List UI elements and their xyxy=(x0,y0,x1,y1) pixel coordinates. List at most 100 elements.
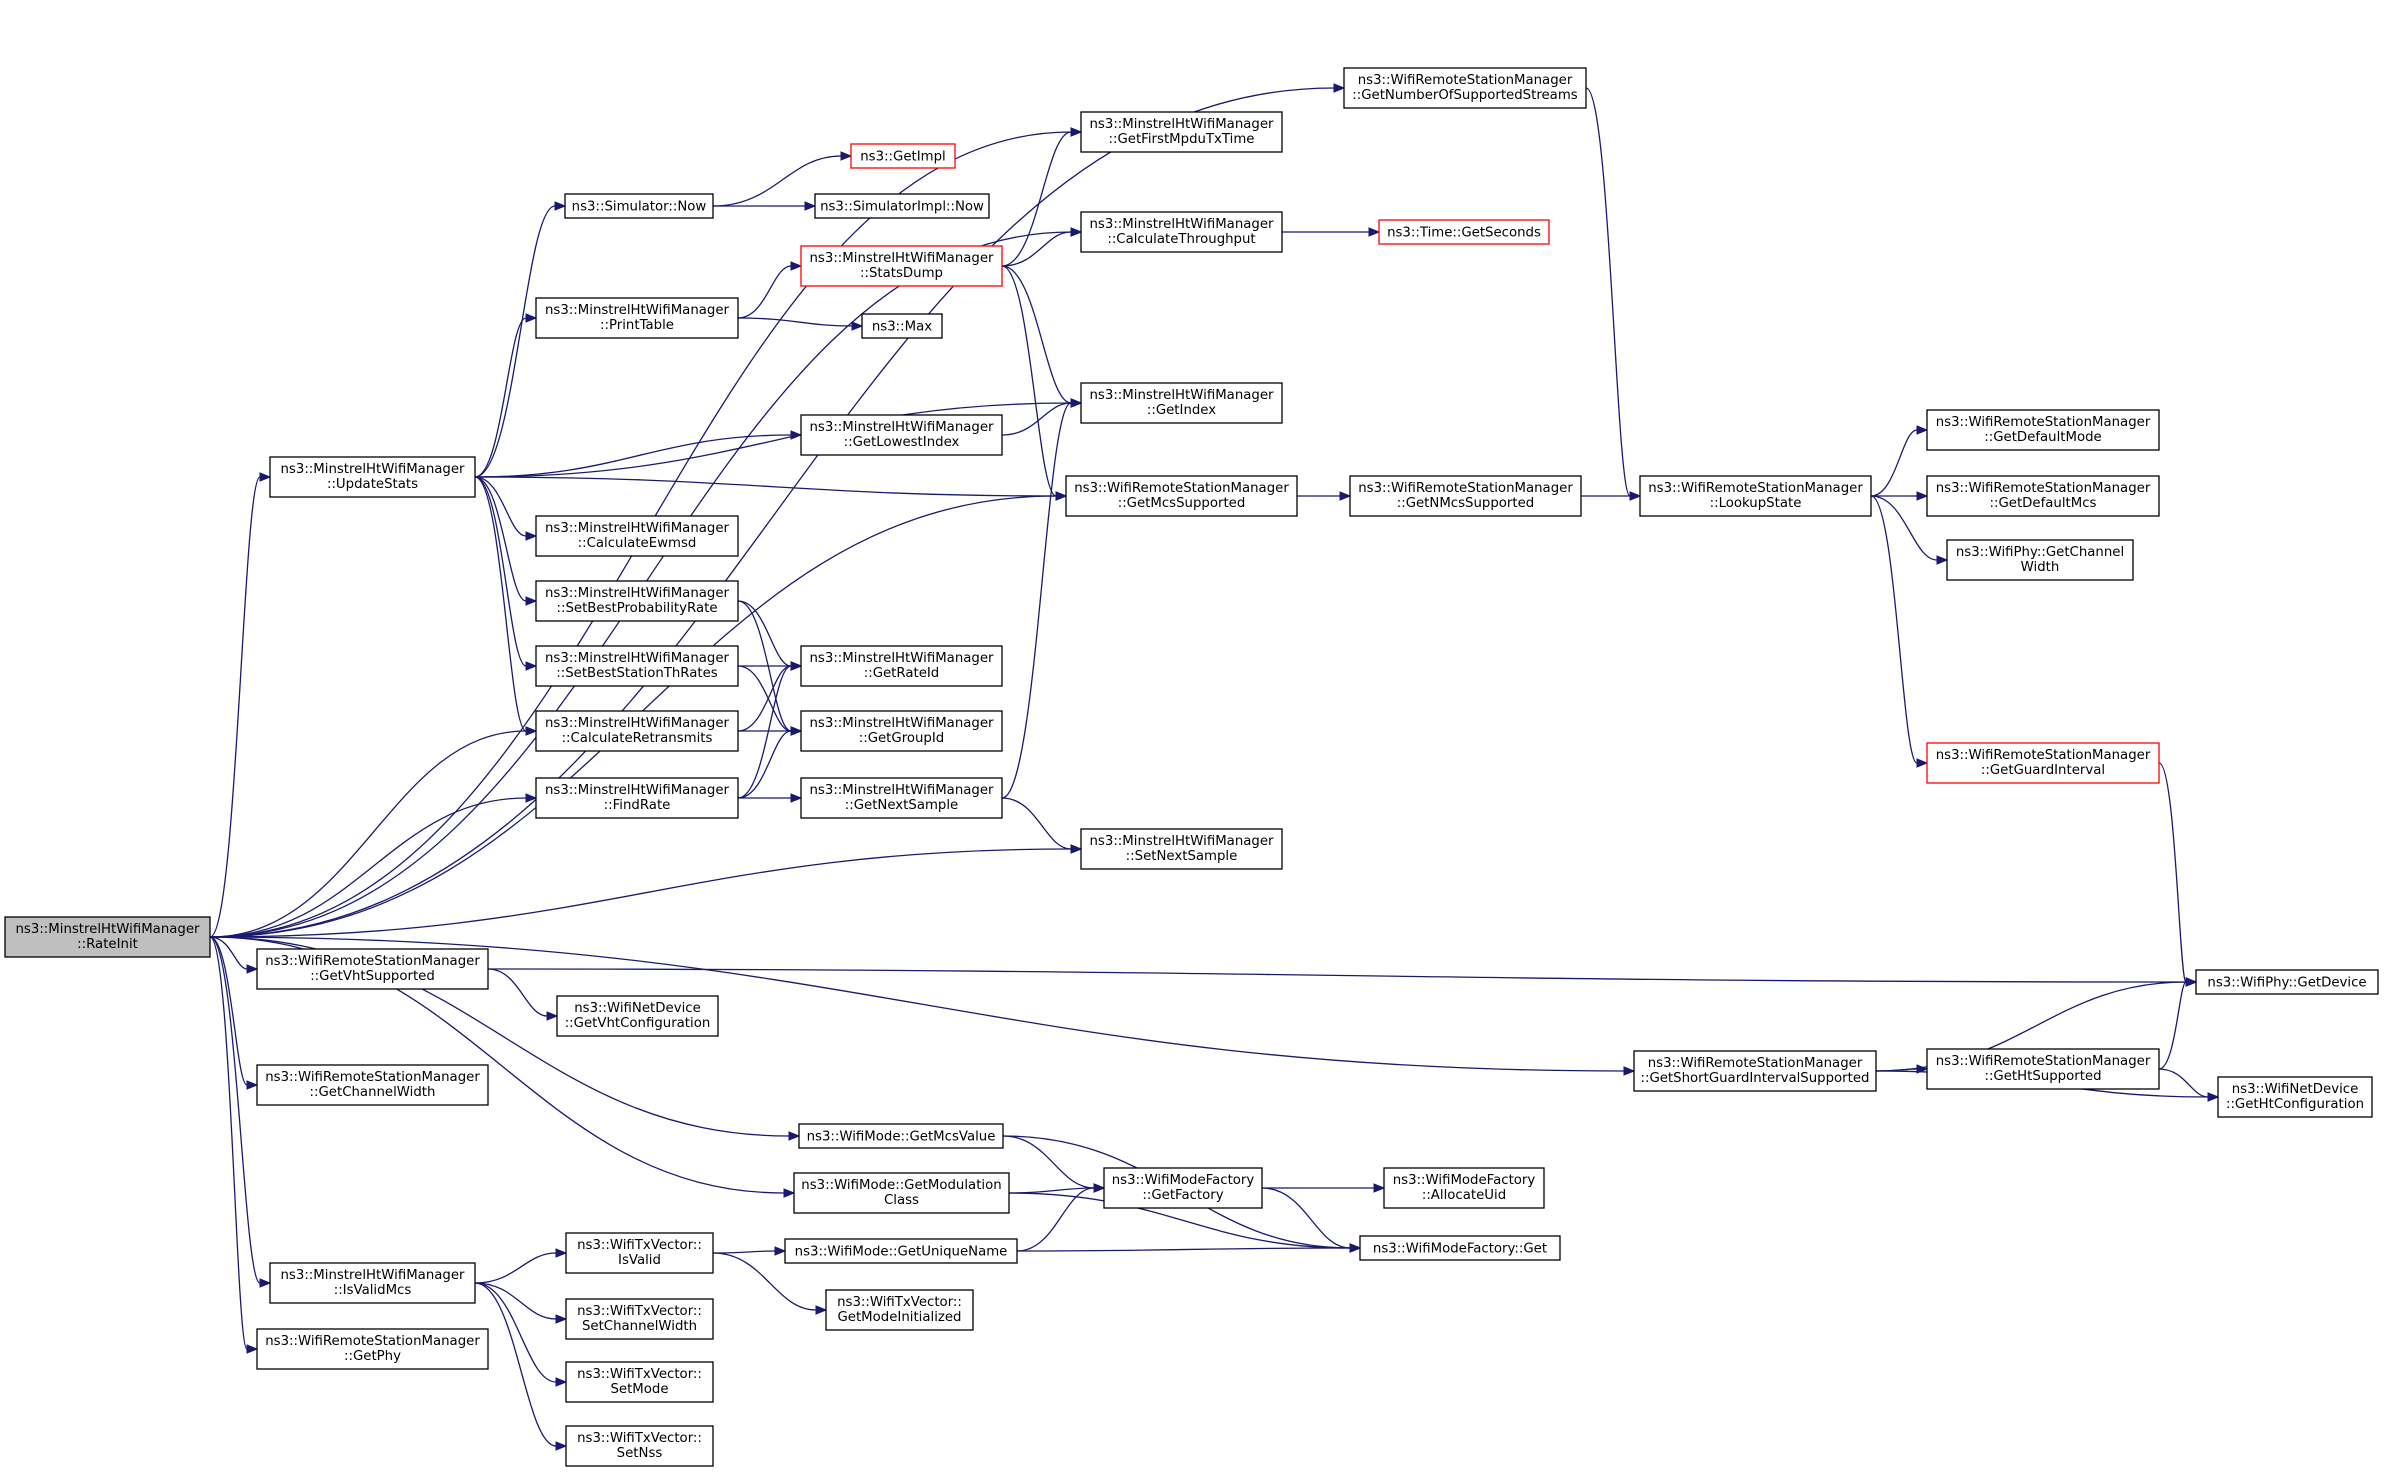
node-box xyxy=(1926,742,2160,784)
node-label: ns3::WifiRemoteStationManager xyxy=(1936,415,2151,430)
node-getmcssupported[interactable]: ns3::WifiRemoteStationManager::GetMcsSup… xyxy=(1065,475,1298,517)
edge-gethtsupported-to-getdevice xyxy=(2158,977,2198,1070)
node-label: ::GetGuardInterval xyxy=(1981,763,2105,778)
node-label: ::IsValidMcs xyxy=(334,1283,412,1298)
node-label: ns3::WifiRemoteStationManager xyxy=(265,1334,480,1349)
edge-rateinit-to-getsgisupported xyxy=(209,936,1636,1076)
node-getchannelwidthphy[interactable]: ns3::WifiPhy::GetChannelWidth xyxy=(1946,539,2134,581)
node-simimplnow[interactable]: ns3::SimulatorImpl::Now xyxy=(814,193,990,219)
node-box xyxy=(1639,475,1872,517)
node-getdevice[interactable]: ns3::WifiPhy::GetDevice xyxy=(2195,969,2379,995)
node-getdefaultmode[interactable]: ns3::WifiRemoteStationManager::GetDefaul… xyxy=(1926,409,2160,451)
node-label: GetModeInitialized xyxy=(837,1310,961,1325)
node-box xyxy=(861,313,943,339)
node-box xyxy=(535,777,739,819)
node-label: ns3::WifiModeFactory xyxy=(1393,1173,1536,1188)
node-label: ns3::MinstrelHtWifiManager xyxy=(16,922,201,937)
node-box xyxy=(256,1064,489,1106)
node-setnextsample[interactable]: ns3::MinstrelHtWifiManager::SetNextSampl… xyxy=(1080,828,1283,870)
node-label: ::GetIndex xyxy=(1147,403,1216,418)
node-setmode[interactable]: ns3::WifiTxVector::SetMode xyxy=(565,1361,714,1403)
node-setbeststation[interactable]: ns3::MinstrelHtWifiManager::SetBestStati… xyxy=(535,645,739,687)
node-label: ns3::WifiRemoteStationManager xyxy=(265,1070,480,1085)
node-simnow[interactable]: ns3::Simulator::Now xyxy=(564,193,714,219)
node-gethtconfig[interactable]: ns3::WifiNetDevice::GetHtConfiguration xyxy=(2217,1076,2373,1118)
node-label: ns3::GetImpl xyxy=(860,150,945,165)
node-label: ns3::MinstrelHtWifiManager xyxy=(545,586,730,601)
node-max[interactable]: ns3::Max xyxy=(861,313,943,339)
node-label: ::LookupState xyxy=(1710,496,1802,511)
node-label: ::CalculateEwmsd xyxy=(578,536,697,551)
node-setbestprob[interactable]: ns3::MinstrelHtWifiManager::SetBestProba… xyxy=(535,580,739,622)
node-getguardinterval[interactable]: ns3::WifiRemoteStationManager::GetGuardI… xyxy=(1926,742,2160,784)
edge-setbestprob-to-getrateid xyxy=(737,600,803,671)
node-box xyxy=(535,297,739,339)
function-nodes: ns3::MinstrelHtWifiManager::RateInitns3:… xyxy=(4,67,2379,1467)
node-getvhtsupported[interactable]: ns3::WifiRemoteStationManager::GetVhtSup… xyxy=(256,948,489,990)
edge-simnow-to-getimpl xyxy=(712,151,853,207)
node-box xyxy=(256,1328,489,1370)
node-calcthroughput[interactable]: ns3::MinstrelHtWifiManager::CalculateThr… xyxy=(1080,211,1283,253)
node-allocateuid[interactable]: ns3::WifiModeFactory::AllocateUid xyxy=(1383,1167,1545,1209)
node-label: ::SetBestProbabilityRate xyxy=(556,601,717,616)
node-box xyxy=(1080,111,1283,153)
node-label: ::GetVhtConfiguration xyxy=(565,1016,711,1031)
node-getlowestindex[interactable]: ns3::MinstrelHtWifiManager::GetLowestInd… xyxy=(800,414,1003,456)
node-label: ns3::MinstrelHtWifiManager xyxy=(810,251,995,266)
node-updatestats[interactable]: ns3::MinstrelHtWifiManager::UpdateStats xyxy=(269,456,476,498)
node-box xyxy=(1926,475,2160,517)
node-label: ::GetNMcsSupported xyxy=(1397,496,1535,511)
node-lookupstate[interactable]: ns3::WifiRemoteStationManager::LookupSta… xyxy=(1639,475,1872,517)
node-getfactory[interactable]: ns3::WifiModeFactory::GetFactory xyxy=(1103,1167,1263,1209)
node-box xyxy=(1065,475,1298,517)
node-label: ::GetGroupId xyxy=(859,731,945,746)
node-getseconds[interactable]: ns3::Time::GetSeconds xyxy=(1378,219,1550,245)
node-box xyxy=(2195,969,2379,995)
node-getmodeinit[interactable]: ns3::WifiTxVector::GetModeInitialized xyxy=(825,1289,974,1331)
call-edges xyxy=(209,83,2220,1451)
node-wmfget[interactable]: ns3::WifiModeFactory::Get xyxy=(1359,1235,1561,1261)
node-calcewmsd[interactable]: ns3::MinstrelHtWifiManager::CalculateEwm… xyxy=(535,515,739,557)
node-box xyxy=(800,645,1003,687)
node-getchannelwidthrsm[interactable]: ns3::WifiRemoteStationManager::GetChanne… xyxy=(256,1064,489,1106)
node-getrateid[interactable]: ns3::MinstrelHtWifiManager::GetRateId xyxy=(800,645,1003,687)
node-rateinit[interactable]: ns3::MinstrelHtWifiManager::RateInit xyxy=(4,916,211,958)
node-statsdump[interactable]: ns3::MinstrelHtWifiManager::StatsDump xyxy=(800,245,1003,287)
node-isvalid[interactable]: ns3::WifiTxVector::IsValid xyxy=(565,1232,714,1274)
node-getgroupid[interactable]: ns3::MinstrelHtWifiManager::GetGroupId xyxy=(800,710,1003,752)
node-label: ::StatsDump xyxy=(860,266,943,281)
node-getdefaultmcs[interactable]: ns3::WifiRemoteStationManager::GetDefaul… xyxy=(1926,475,2160,517)
node-box xyxy=(800,414,1003,456)
node-setnss[interactable]: ns3::WifiTxVector::SetNss xyxy=(565,1425,714,1467)
node-getfirstmpdu[interactable]: ns3::MinstrelHtWifiManager::GetFirstMpdu… xyxy=(1080,111,1283,153)
node-label: ::CalculateThroughput xyxy=(1107,232,1255,247)
node-getuniquename[interactable]: ns3::WifiMode::GetUniqueName xyxy=(784,1238,1018,1264)
node-label: ::GetMcsSupported xyxy=(1118,496,1246,511)
node-label: ::SetNextSample xyxy=(1126,849,1238,864)
node-isvalidmcs[interactable]: ns3::MinstrelHtWifiManager::IsValidMcs xyxy=(269,1262,476,1304)
node-getnmcssupported[interactable]: ns3::WifiRemoteStationManager::GetNMcsSu… xyxy=(1349,475,1582,517)
node-getimpl[interactable]: ns3::GetImpl xyxy=(850,143,956,169)
node-getmcsvalue[interactable]: ns3::WifiMode::GetMcsValue xyxy=(798,1123,1004,1149)
node-printtable[interactable]: ns3::MinstrelHtWifiManager::PrintTable xyxy=(535,297,739,339)
node-box xyxy=(793,1172,1010,1214)
node-box xyxy=(535,710,739,752)
node-getsgisupported[interactable]: ns3::WifiRemoteStationManager::GetShortG… xyxy=(1633,1050,1877,1092)
node-getnextsample[interactable]: ns3::MinstrelHtWifiManager::GetNextSampl… xyxy=(800,777,1003,819)
node-findrate[interactable]: ns3::MinstrelHtWifiManager::FindRate xyxy=(535,777,739,819)
node-label: Class xyxy=(884,1193,919,1208)
node-label: ::GetShortGuardIntervalSupported xyxy=(1640,1071,1869,1086)
node-gethtsupported[interactable]: ns3::WifiRemoteStationManager::GetHtSupp… xyxy=(1926,1048,2160,1090)
node-setchannelwidth[interactable]: ns3::WifiTxVector::SetChannelWidth xyxy=(565,1298,714,1340)
node-calcretransmits[interactable]: ns3::MinstrelHtWifiManager::CalculateRet… xyxy=(535,710,739,752)
node-getnumstreams[interactable]: ns3::WifiRemoteStationManager::GetNumber… xyxy=(1343,67,1587,109)
node-getvhtconfig[interactable]: ns3::WifiNetDevice::GetVhtConfiguration xyxy=(556,995,719,1037)
node-box xyxy=(814,193,990,219)
node-getphy[interactable]: ns3::WifiRemoteStationManager::GetPhy xyxy=(256,1328,489,1370)
edge-getvhtsupported-to-getdevice xyxy=(487,968,2198,987)
edge-isvalidmcs-to-setmode xyxy=(474,1282,568,1387)
node-label: ns3::WifiMode::GetModulation xyxy=(801,1178,1001,1193)
node-getindex[interactable]: ns3::MinstrelHtWifiManager::GetIndex xyxy=(1080,382,1283,424)
